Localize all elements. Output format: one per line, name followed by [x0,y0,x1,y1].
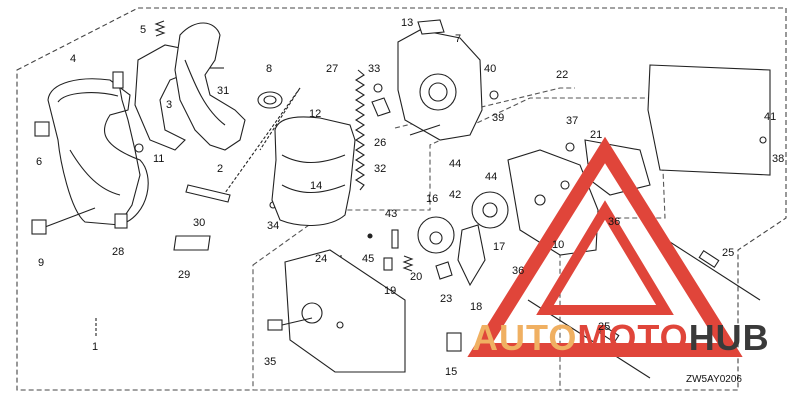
watermark-moto: MOTO [577,317,688,358]
callout-20: 20 [410,271,422,283]
callout-44b: 44 [485,171,497,183]
watermark-hub: HUB [689,317,770,358]
callout-4: 4 [70,53,76,65]
callout-37: 37 [566,115,578,127]
callout-25b: 25 [598,321,610,333]
callout-34: 34 [267,220,279,232]
callout-45: 45 [362,253,374,265]
callout-27: 27 [326,63,338,75]
callout-23: 23 [440,293,452,305]
line-art [16,7,787,391]
callout-30: 30 [193,217,205,229]
watermark-text: AUTOMOTOHUB [472,317,770,358]
callout-labels: 1 2 3 4 5 6 7 8 9 10 11 12 13 14 15 16 1… [36,17,784,385]
callout-21: 21 [590,129,602,141]
callout-19: 19 [384,285,396,297]
callout-16: 16 [426,193,438,205]
callout-26: 26 [374,137,386,149]
callout-29: 29 [178,269,190,281]
callout-11: 11 [153,153,164,165]
callout-15: 15 [445,366,457,378]
callout-12: 12 [309,108,321,120]
callout-33: 33 [368,63,380,75]
watermark-auto: AUTO [472,317,577,358]
drawing-code: ZW5AY0206 [686,374,742,385]
callout-5: 5 [140,24,146,36]
callout-10: 10 [552,239,564,251]
callout-17: 17 [493,241,505,253]
callout-28: 28 [112,246,124,258]
callout-2: 2 [217,163,223,175]
watermark-triangle-inner [536,200,674,315]
callout-9: 9 [38,257,44,269]
watermark: AUTOMOTOHUB [467,136,770,358]
callout-3: 3 [166,99,172,111]
callout-31: 31 [217,85,229,97]
callout-24: 24 [315,253,327,265]
callout-25a: 25 [722,247,734,259]
watermark-triangle-outer [467,136,743,357]
callout-36a: 36 [608,216,620,228]
callout-32: 32 [374,163,386,175]
callout-35: 35 [264,356,276,368]
callout-8: 8 [266,63,272,75]
callout-6: 6 [36,156,42,168]
callout-13: 13 [401,17,413,29]
callout-38: 38 [772,153,784,165]
callout-18: 18 [470,301,482,313]
callout-40: 40 [484,63,496,75]
callout-42: 42 [449,189,461,201]
callout-1: 1 [92,341,98,353]
callout-39: 39 [492,112,504,124]
callout-7: 7 [455,33,461,45]
callout-44a: 44 [449,158,461,170]
callout-22: 22 [556,69,568,81]
callout-14: 14 [310,180,322,192]
callout-41: 41 [764,111,776,123]
callout-36b: 36 [512,265,524,277]
callout-43: 43 [385,208,397,220]
